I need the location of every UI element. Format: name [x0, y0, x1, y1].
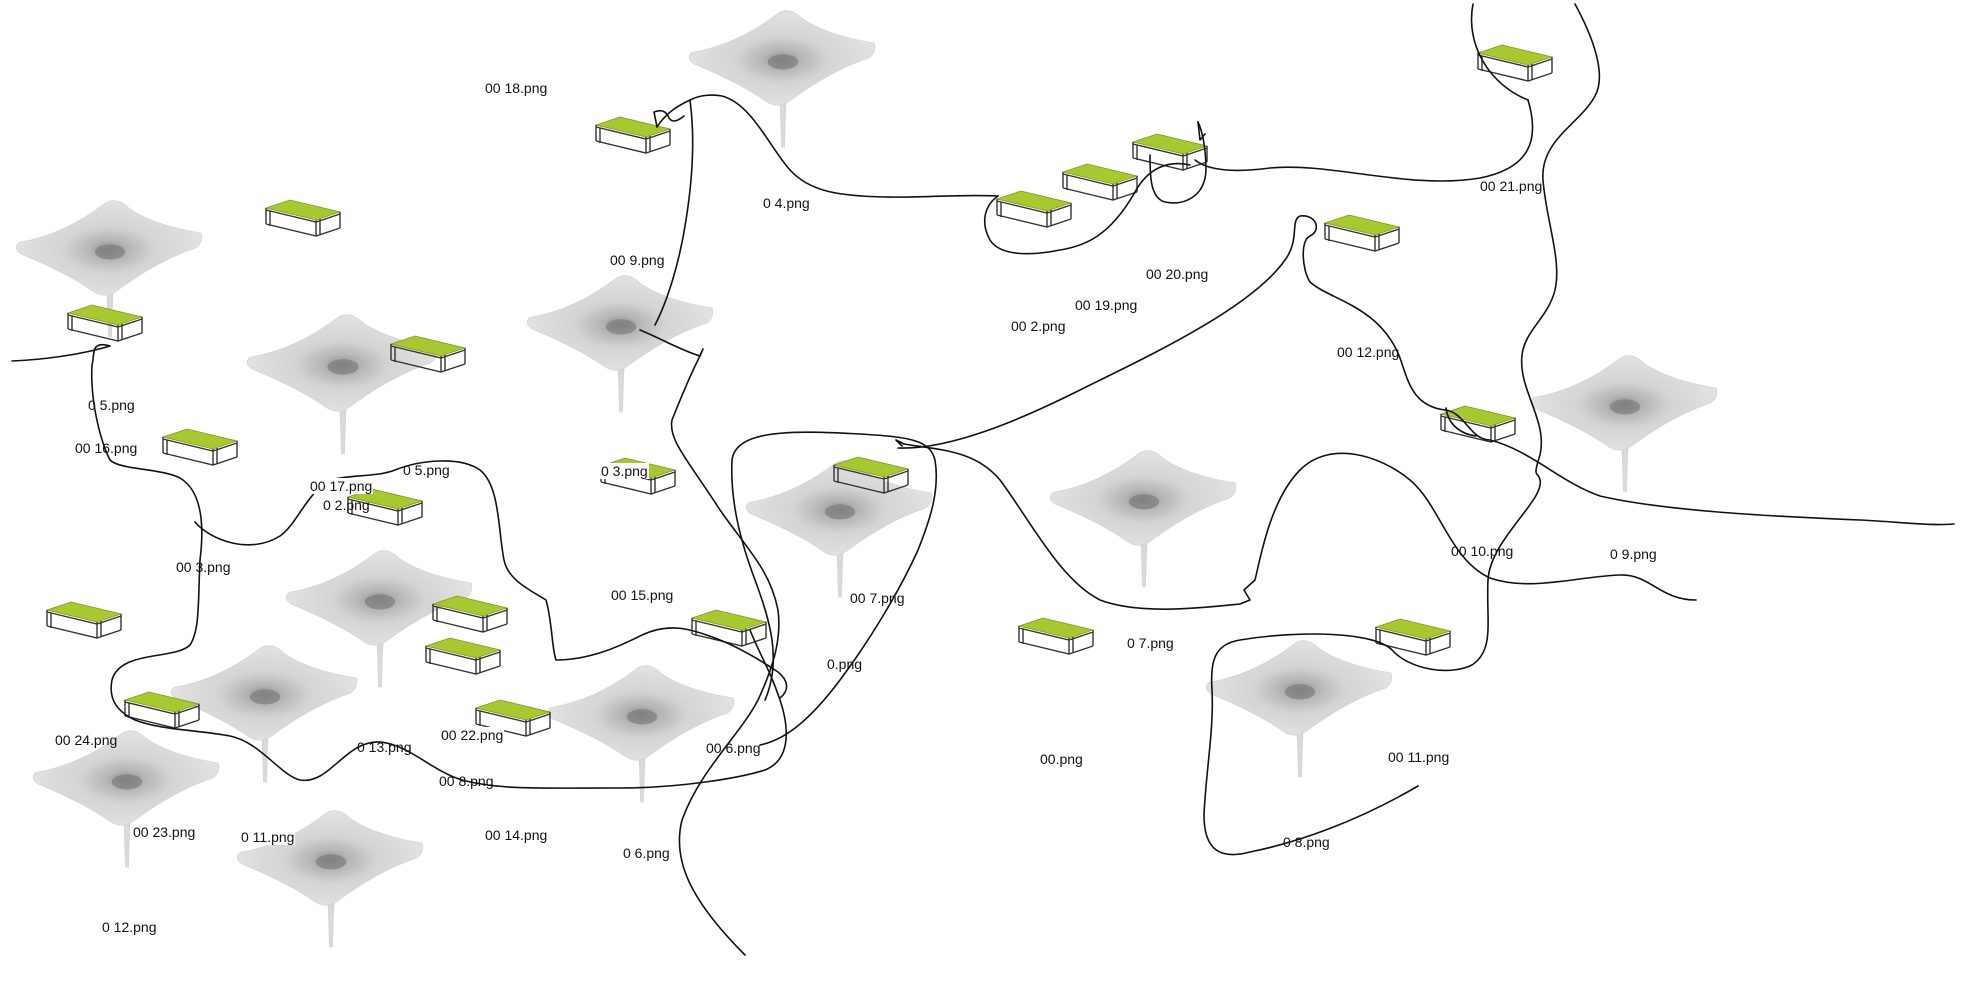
- funnel-surface-icon: [236, 810, 424, 948]
- file-label: 0 3.png: [600, 463, 649, 479]
- funnel-surface-icon: [285, 550, 473, 688]
- funnel-surface-icon: [246, 314, 438, 455]
- file-label: 00 15.png: [611, 587, 674, 603]
- file-label: 00 18.png: [485, 80, 548, 96]
- table-icon: [346, 488, 424, 526]
- file-label: 0 7.png: [1127, 635, 1174, 651]
- table-icon: [1476, 44, 1554, 82]
- table-icon: [832, 456, 910, 494]
- file-label: 00 10.png: [1451, 543, 1514, 559]
- curve: [1445, 407, 1477, 437]
- file-label: 0 11.png: [240, 829, 296, 845]
- curve: [1149, 121, 1207, 204]
- curve: [1194, 99, 1534, 182]
- file-label: 0.png: [827, 656, 863, 672]
- file-label: 00 7.png: [850, 590, 905, 606]
- curve: [639, 329, 780, 956]
- file-label: 00 12.png: [1337, 344, 1400, 360]
- table-icon: [264, 199, 342, 237]
- file-label: 0 2.png: [323, 497, 370, 513]
- table-icon: [995, 190, 1073, 228]
- table-icon: [1017, 617, 1095, 655]
- file-label: 00 24.png: [55, 732, 118, 748]
- funnel-surface-icon: [15, 200, 203, 338]
- file-label: 00 9.png: [610, 252, 665, 268]
- table-icon: [161, 428, 239, 466]
- curve: [1203, 3, 1601, 856]
- table-icon: [1061, 163, 1139, 201]
- curve: [895, 439, 1697, 610]
- curve: [1134, 162, 1191, 193]
- file-label: 0 12.png: [102, 919, 157, 935]
- file-label: 0 4.png: [763, 195, 810, 211]
- table-icon: [389, 335, 467, 373]
- curves: [11, 3, 1955, 956]
- file-label: 00 3.png: [176, 559, 231, 575]
- table-layer: [45, 44, 1554, 737]
- funnel-surface-icon: [526, 275, 714, 413]
- funnel-surface-icon: [1049, 450, 1237, 588]
- funnel-surface-icon: [547, 665, 735, 803]
- file-label: 00 2.png: [1011, 318, 1066, 334]
- funnel-surface-icon: [745, 460, 933, 598]
- curve: [11, 343, 788, 789]
- table-icon: [690, 609, 768, 647]
- file-label: 00 8.png: [439, 773, 494, 789]
- funnel-layer: [15, 10, 1718, 948]
- file-label: 00 16.png: [75, 440, 138, 456]
- file-label: 0 5.png: [403, 462, 450, 478]
- file-label: 00 22.png: [440, 727, 505, 743]
- table-icon: [594, 116, 672, 154]
- funnel-surface-icon: [1205, 640, 1393, 778]
- curve: [653, 109, 685, 128]
- curve: [654, 99, 694, 326]
- table-icon: [1439, 405, 1517, 443]
- table-icon: [431, 595, 509, 633]
- file-label: 00 17.png: [309, 478, 374, 494]
- table-icon: [1323, 214, 1401, 252]
- file-label: 00 19.png: [1075, 297, 1138, 313]
- file-label: 0 5.png: [88, 397, 135, 413]
- curve: [730, 431, 938, 746]
- funnel-surface-icon: [170, 645, 358, 783]
- file-label: 00 21.png: [1480, 178, 1543, 194]
- funnel-surface-icon: [32, 730, 220, 868]
- file-label: 0 9.png: [1610, 546, 1657, 562]
- file-label: 00 6.png: [706, 740, 761, 756]
- table-icon: [1131, 133, 1209, 171]
- table-icon: [424, 637, 502, 675]
- curve: [1470, 3, 1529, 101]
- file-label: 00 11.png: [1388, 749, 1450, 765]
- table-icon: [45, 601, 123, 639]
- file-label: 0 8.png: [1283, 834, 1330, 850]
- table-icon: [474, 699, 552, 737]
- file-label: 0 6.png: [623, 845, 670, 861]
- file-label: 00 20.png: [1146, 266, 1209, 282]
- file-label: 00.png: [1040, 751, 1083, 767]
- table-icon: [66, 304, 144, 342]
- curve: [1197, 121, 1206, 141]
- table-icon: [1374, 618, 1452, 656]
- funnel-surface-icon: [1530, 355, 1718, 493]
- curve: [983, 191, 1136, 255]
- curve: [656, 94, 999, 198]
- funnel-surface-icon: [688, 10, 876, 148]
- file-label: 00 23.png: [132, 824, 197, 840]
- file-label: 00 14.png: [485, 827, 548, 843]
- curve: [897, 215, 1955, 526]
- file-label: 0 13.png: [357, 739, 412, 755]
